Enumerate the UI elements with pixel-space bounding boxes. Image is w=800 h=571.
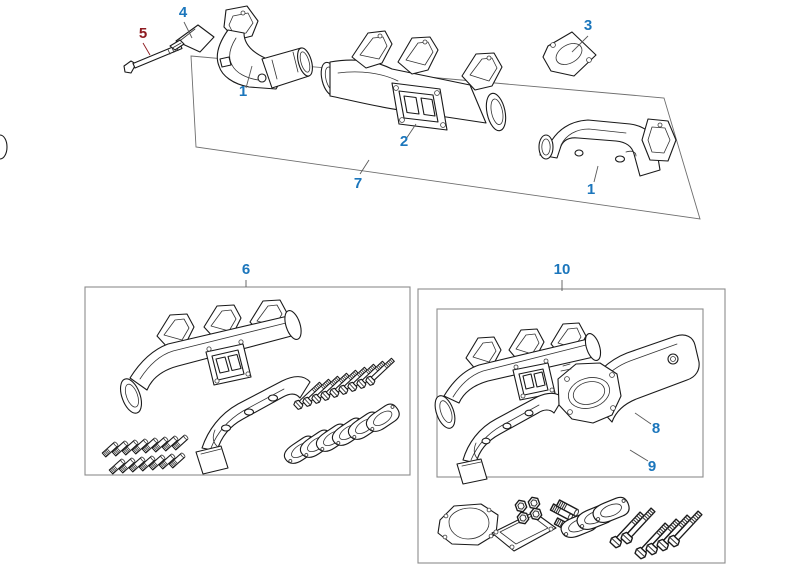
callout-10: 10 — [554, 261, 571, 278]
callout-4: 4 — [179, 4, 188, 21]
panel-10-group — [417, 280, 726, 564]
part-turbo-housing-8 — [557, 334, 700, 424]
callout-leaders-top — [142, 21, 599, 183]
callout-1-left: 1 — [239, 83, 247, 100]
callout-8: 8 — [652, 420, 660, 437]
part-stud-4 — [169, 24, 215, 53]
callout-1-right: 1 — [587, 181, 595, 198]
kit6-manifold — [119, 299, 311, 475]
callout-2: 2 — [400, 133, 408, 150]
assembly-boundary-7 — [190, 55, 701, 220]
hardware-hex-gasket — [437, 503, 499, 546]
callout-9: 9 — [648, 458, 656, 475]
panel-10-border — [417, 288, 726, 564]
kit10-manifold — [434, 322, 602, 485]
kit10-hardware-row — [437, 494, 705, 561]
callout-leaders-bottom — [629, 412, 652, 462]
part-manifold-left-1 — [216, 5, 313, 90]
top-assembly-group — [0, 5, 701, 220]
panel-6-border — [84, 286, 411, 476]
kit6-dowel-rows — [101, 433, 190, 475]
part-t4-flange-2 — [391, 82, 448, 131]
part-gasket-3 — [542, 31, 597, 77]
part-manifold-right-1 — [0, 118, 677, 177]
part-manifold-centre — [320, 30, 507, 132]
callout-numbers: 1 2 3 4 5 6 7 8 9 10 1 — [139, 4, 660, 475]
callout-5: 5 — [139, 25, 147, 42]
panel-9-border — [436, 308, 704, 478]
kit6-gasket-stack — [280, 400, 403, 469]
part-bolt-5 — [123, 43, 183, 74]
panel-6-group — [84, 280, 411, 476]
callout-6: 6 — [242, 261, 250, 278]
callout-3: 3 — [584, 17, 592, 34]
callout-7: 7 — [354, 175, 362, 192]
